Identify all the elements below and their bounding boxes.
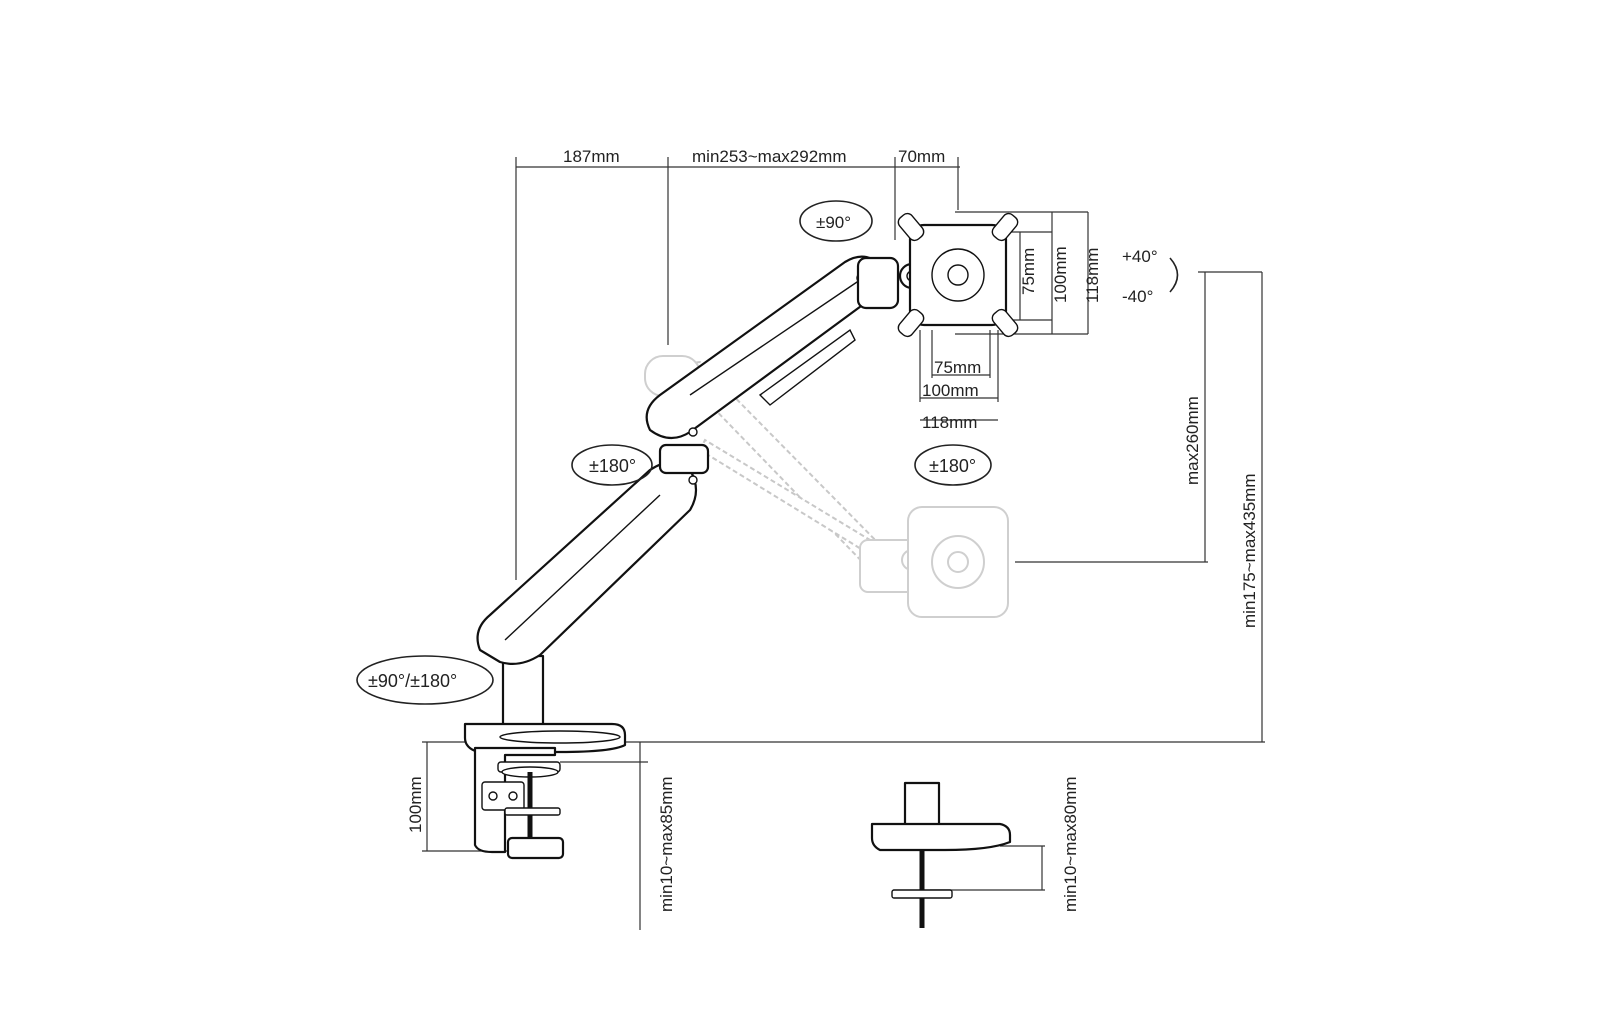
labels: 187mm min253~max292mm 70mm ±90° +40° -40… (368, 147, 1259, 912)
base-rotation-icon (356, 655, 494, 705)
label-vesa-height-118: 118mm (1083, 248, 1102, 303)
label-vesa-height-75: 75mm (1019, 248, 1038, 295)
elbow-rotation-icon (571, 444, 653, 486)
label-base-rotation: ±90°/±180° (368, 671, 457, 691)
label-vesa-height-100: 100mm (1051, 246, 1070, 303)
monitor-arm (463, 212, 1019, 754)
label-height-range: max260mm (1183, 396, 1202, 485)
c-clamp (473, 746, 565, 860)
head-swivel-rotation-icon (799, 200, 873, 242)
ghost-arm-lowered (644, 355, 1009, 618)
grommet-mount (870, 781, 1012, 928)
label-elbow-rotation: ±180° (589, 456, 636, 476)
label-tilt-down: -40° (1122, 287, 1153, 306)
label-tilt-up: +40° (1122, 247, 1158, 266)
label-vesa-width-118: 118mm (922, 413, 977, 432)
label-total-height: min175~max435mm (1240, 474, 1259, 629)
label-vesa-width-75: 75mm (934, 358, 981, 377)
label-head-rotation: ±180° (929, 456, 976, 476)
dimension-lines (422, 157, 1265, 930)
label-arm-base-offset: 187mm (563, 147, 620, 166)
label-grommet-thickness: min10~max80mm (1061, 776, 1080, 912)
label-head-swivel: ±90° (816, 213, 851, 232)
label-vesa-width-100: 100mm (922, 381, 979, 400)
label-arm-reach: min253~max292mm (692, 147, 847, 166)
tilt-rotation-icon (1169, 257, 1179, 293)
label-clamp-height: 100mm (406, 776, 425, 833)
rotation-symbols (356, 200, 1179, 705)
label-clamp-thickness: min10~max85mm (657, 776, 676, 912)
head-rotate-rotation-icon (914, 444, 992, 486)
label-head-offset: 70mm (898, 147, 945, 166)
